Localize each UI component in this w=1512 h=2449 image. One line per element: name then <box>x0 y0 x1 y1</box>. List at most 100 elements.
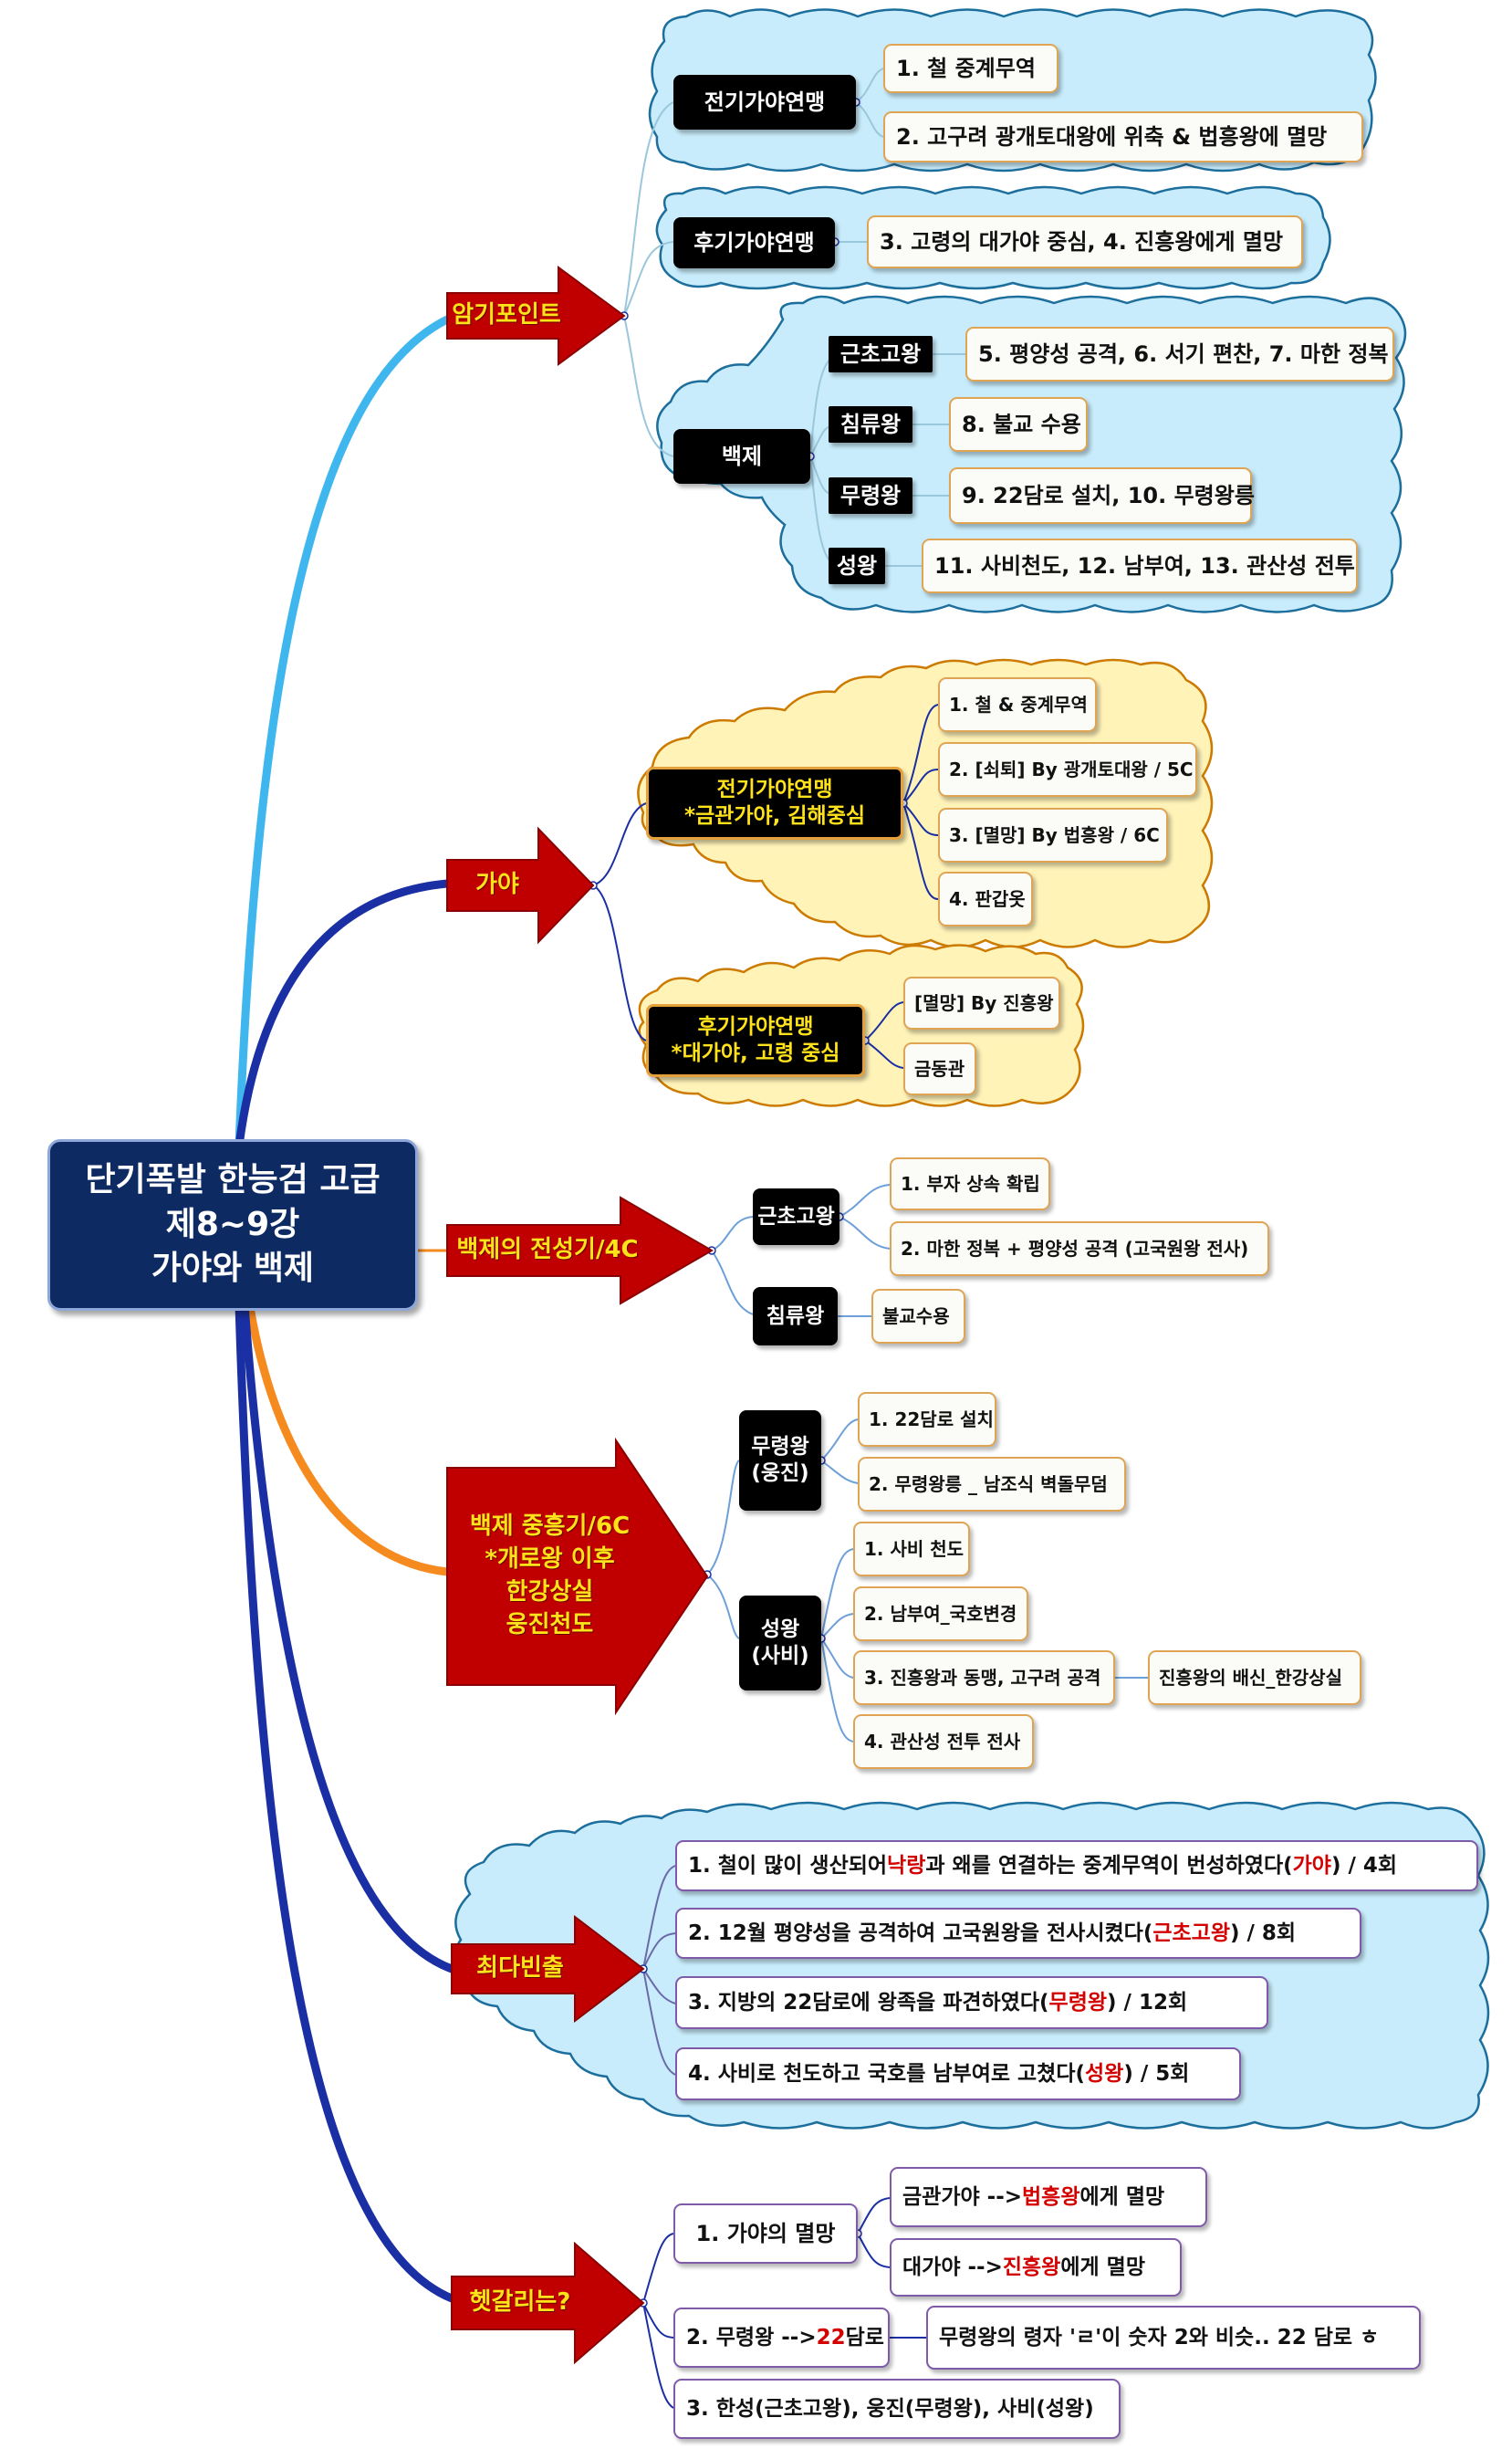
revival-seong-item[interactable]: 1. 사비 천도 <box>853 1522 970 1576</box>
central-title-line-2: 제8~9강 <box>165 1205 300 1243</box>
branch-gaya <box>235 879 452 1150</box>
revival-seong-subitem[interactable]: 진흥왕의 배신_한강상실 <box>1148 1650 1361 1705</box>
arrow-shape <box>446 826 595 945</box>
golden-chimnyu-item[interactable]: 불교수용 <box>871 1289 965 1344</box>
frequent-highlight: 낙랑 <box>887 1853 926 1878</box>
golden-geunchogo-item[interactable]: 2. 마한 정복 + 평양성 공격 (고국원왕 전사) <box>890 1221 1269 1276</box>
frequent-highlight: 성왕 <box>1085 2061 1124 2086</box>
topic-label: 헷갈리는? <box>469 2288 571 2317</box>
frequent-item-2[interactable]: 2. 12월 평양성을 공격하여 고국원왕을 전사시켰다(근초고왕) / 8회 <box>675 1908 1361 1959</box>
revival-seong-label[interactable]: 성왕 (사비) <box>739 1596 821 1690</box>
revival-muryeong-item[interactable]: 1. 22담로 설치 <box>858 1392 996 1447</box>
memo-jeongi-item[interactable]: 1. 철 중계무역 <box>883 44 1058 93</box>
memo-hugi-label[interactable]: 후기가야연맹 <box>673 217 835 268</box>
confusing-capitals[interactable]: 3. 한성(근초고왕), 웅진(무령왕), 사비(성왕) <box>673 2379 1121 2439</box>
revival-seong-line: (사비) <box>751 1644 809 1668</box>
topic-line: 웅진천도 <box>506 1610 594 1638</box>
frequent-text: 2. 12월 평양성을 공격하여 고국원왕을 전사시켰다( <box>688 1920 1153 1945</box>
topic-label: 백제의 전성기/4C <box>456 1236 639 1264</box>
gaya-jeongi-item[interactable]: 1. 철 & 중계무역 <box>938 677 1097 732</box>
frequent-text: 3. 지방의 22담로에 왕족을 파견하였다( <box>688 1990 1049 2015</box>
gaya-hugi-item[interactable]: 금동관 <box>903 1042 976 1095</box>
memo-jeongi-item[interactable]: 2. 고구려 광개토대왕에 위축 & 법흥왕에 멸망 <box>883 111 1363 162</box>
frequent-text: 1. 철이 많이 생산되어 <box>688 1853 888 1878</box>
gaya-jeongi-item[interactable]: 2. [쇠퇴] By 광개토대왕 / 5C <box>938 742 1197 797</box>
golden-connectors <box>711 1184 891 1317</box>
central-topic[interactable]: 단기폭발 한능검 고급 제8~9강 가야와 백제 <box>47 1139 418 1311</box>
gaya-hugi-line: *대가야, 고령 중심 <box>671 1041 840 1065</box>
frequent-item-3[interactable]: 3. 지방의 22담로에 왕족을 파견하였다(무령왕) / 12회 <box>675 1976 1268 2029</box>
confusing-highlight: 법흥왕 <box>1022 2184 1080 2209</box>
golden-geunchogo-label[interactable]: 근초고왕 <box>753 1188 839 1245</box>
confusing-text: 에게 멸망 <box>1079 2184 1165 2209</box>
gaya-jeongi-label[interactable]: 전기가야연맹 *금관가야, 김해중심 <box>646 767 903 840</box>
arrow-shape <box>446 1196 714 1305</box>
memo-king-text[interactable]: 9. 22담로 설치, 10. 무령왕릉 <box>949 467 1255 524</box>
frequent-connectors <box>642 1865 676 2076</box>
memo-king-name[interactable]: 무령왕 <box>829 477 912 514</box>
revival-seong-item[interactable]: 2. 남부여_국호변경 <box>853 1586 1028 1641</box>
topic-most-frequent[interactable]: 최다빈출 <box>451 1914 645 2024</box>
revival-muryeong-line: 무령왕 <box>751 1435 809 1460</box>
topic-memo-points[interactable]: 암기포인트 <box>446 266 626 366</box>
gaya-jeongi-line: *금관가야, 김해중심 <box>683 804 866 828</box>
gaya-jeongi-line: 전기가야연맹 <box>716 778 833 802</box>
topic-label: 최다빈출 <box>476 1954 564 1983</box>
topic-label: 백제 중흥기/6C *개로왕 이후 한강상실 웅진천도 <box>447 1440 652 1712</box>
arrow-shape <box>451 1914 645 2024</box>
golden-geunchogo-item[interactable]: 1. 부자 상속 확립 <box>890 1157 1050 1210</box>
gaya-hugi-item[interactable]: [멸망] By 진흥왕 <box>903 977 1060 1030</box>
memo-king-text[interactable]: 5. 평양성 공격, 6. 서기 편찬, 7. 마한 정복 <box>965 327 1394 382</box>
frequent-text: ) / 8회 <box>1229 1920 1297 1945</box>
golden-chimnyu-label[interactable]: 침류왕 <box>753 1287 838 1345</box>
gaya-hugi-line: 후기가야연맹 <box>697 1015 814 1040</box>
revival-seong-item[interactable]: 4. 관산성 전투 전사 <box>853 1714 1034 1769</box>
gaya-jeongi-item[interactable]: 3. [멸망] By 법흥왕 / 6C <box>938 808 1168 863</box>
arrow-shape <box>446 266 626 366</box>
memo-king-name[interactable]: 성왕 <box>829 548 885 584</box>
arrow-shape <box>446 1437 709 1716</box>
topic-gaya[interactable]: 가야 <box>446 826 595 945</box>
memo-king-name[interactable]: 근초고왕 <box>829 336 933 372</box>
confusing-highlight: 22 <box>816 2325 846 2350</box>
revival-seong-item[interactable]: 3. 진흥왕과 동맹, 고구려 공격 <box>853 1650 1115 1705</box>
gaya-jeongi-item[interactable]: 4. 판갑옷 <box>938 872 1033 926</box>
branch-confusing <box>235 1301 456 2303</box>
arrow-shape <box>451 2241 645 2365</box>
frequent-item-4[interactable]: 4. 사비로 천도하고 국호를 남부여로 고쳤다(성왕) / 5회 <box>675 2047 1241 2100</box>
topic-baekje-golden-age[interactable]: 백제의 전성기/4C <box>446 1196 714 1305</box>
frequent-text: ) / 5회 <box>1123 2061 1190 2086</box>
revival-muryeong-line: (웅진) <box>751 1461 809 1485</box>
topic-baekje-revival[interactable]: 백제 중흥기/6C *개로왕 이후 한강상실 웅진천도 <box>446 1437 709 1716</box>
memo-hugi-item[interactable]: 3. 고령의 대가야 중심, 4. 진흥왕에게 멸망 <box>867 215 1303 268</box>
memo-baekje-label[interactable]: 백제 <box>673 429 810 484</box>
topic-line: *개로왕 이후 <box>485 1545 615 1574</box>
topic-confusing[interactable]: 헷갈리는? <box>451 2241 645 2365</box>
frequent-text: 4. 사비로 천도하고 국호를 남부여로 고쳤다( <box>688 2061 1086 2086</box>
branch-memo <box>235 315 452 1150</box>
frequent-highlight: 무령왕 <box>1048 1990 1108 2015</box>
memo-king-text[interactable]: 11. 사비천도, 12. 남부여, 13. 관산성 전투 <box>922 539 1358 593</box>
confusing-connectors <box>642 2197 926 2409</box>
revival-seong-line: 성왕 <box>760 1617 800 1642</box>
central-title-line-1: 단기폭발 한능검 고급 <box>85 1161 381 1199</box>
topic-label: 암기포인트 <box>452 301 561 330</box>
confusing-fall-label[interactable]: 1. 가야의 멸망 <box>673 2203 858 2264</box>
gaya-connectors <box>592 704 939 1069</box>
frequent-highlight: 근초고왕 <box>1152 1920 1230 1945</box>
gaya-hugi-label[interactable]: 후기가야연맹 *대가야, 고령 중심 <box>646 1004 865 1077</box>
confusing-text: 금관가야 --> <box>902 2184 1023 2209</box>
confusing-muryeong-hint[interactable]: 무령왕의 령자 'ㄹ'이 숫자 2와 비슷.. 22 담로 ㅎ <box>926 2306 1421 2370</box>
revival-connectors <box>706 1418 1148 1743</box>
confusing-text: 2. 무령왕 --> <box>686 2325 817 2350</box>
memo-king-text[interactable]: 8. 불교 수용 <box>949 397 1088 452</box>
memo-jeongi-label[interactable]: 전기가야연맹 <box>673 75 856 130</box>
revival-muryeong-item[interactable]: 2. 무령왕릉 _ 남조식 벽돌무덤 <box>858 1457 1126 1512</box>
memo-king-name[interactable]: 침류왕 <box>829 406 912 443</box>
revival-muryeong-label[interactable]: 무령왕 (웅진) <box>739 1410 821 1511</box>
topic-line: 백제 중흥기/6C <box>469 1512 631 1541</box>
